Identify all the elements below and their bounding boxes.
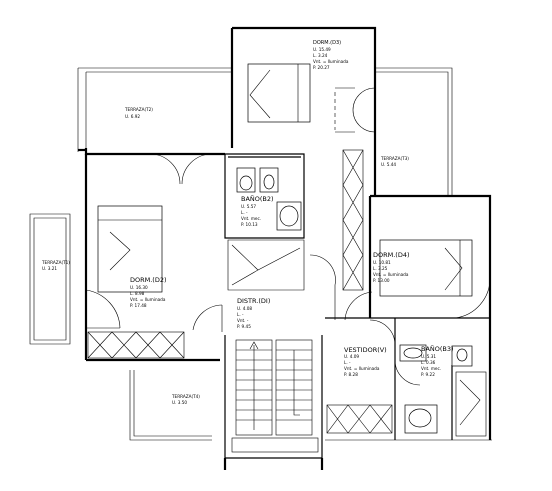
- label-distr-di-u: U. 4.08: [237, 306, 252, 311]
- label-bano-b3-p: P. 9.22: [421, 372, 435, 377]
- label-distr-di-name: DISTR.(DI): [237, 297, 270, 305]
- label-bano-b2-p: P. 10.13: [241, 222, 258, 227]
- label-dorm-d2-p: P. 17.48: [130, 303, 147, 308]
- label-vestidor-v-u: U. 4.09: [344, 354, 359, 359]
- label-terraza-t1-name: TERRAZA(T1): [41, 260, 70, 265]
- label-distr-di-vnt: Vnt. -: [237, 318, 249, 323]
- label-bano-b2-name: BAÑO(B2): [241, 194, 274, 203]
- label-vestidor-v-vnt: Vnt. = Iluminada: [344, 366, 380, 371]
- label-terraza-t3-u: U. 5.44: [381, 162, 396, 167]
- label-dorm-d3-l: L. 3.24: [313, 53, 328, 58]
- label-terraza-t2-u: U. 6.92: [125, 114, 140, 119]
- label-bano-b2-vnt: Vnt. mec.: [241, 216, 261, 221]
- label-terraza-t4-u: U. 3.50: [172, 400, 187, 405]
- label-dorm-d2-name: DORM.(D2): [130, 276, 167, 284]
- label-bano-b3-l: L. 0.36: [421, 360, 436, 365]
- staircase: [231, 339, 319, 453]
- bathroom-fixtures: [231, 167, 487, 437]
- terrace-outlines: [29, 67, 492, 441]
- label-bano-b3-name: BAÑO(B3): [421, 344, 454, 353]
- label-bano-b2-l: L. -: [241, 210, 248, 215]
- wardrobes: [87, 149, 393, 434]
- label-vestidor-v-p: P. 8.28: [344, 372, 358, 377]
- label-vestidor-v-l: L. -: [344, 360, 351, 365]
- label-terraza-t3-name: TERRAZA(T3): [380, 156, 409, 161]
- label-bano-b3-u: U. 5.31: [421, 354, 436, 359]
- interior-doors: [192, 254, 421, 386]
- label-dorm-d4-vnt: Vnt. = Iluminada: [373, 272, 409, 277]
- label-dorm-d4-l: L. 3.25: [373, 266, 388, 271]
- label-dorm-d3-p: P. 20.27: [313, 65, 330, 70]
- label-dorm-d3-u: U. 15.49: [313, 47, 331, 52]
- label-dorm-d3-name: DORM.(D3): [313, 40, 341, 46]
- label-distr-di-p: P. 9.45: [237, 324, 251, 329]
- label-vestidor-v-name: VESTIDOR(V): [344, 346, 387, 354]
- label-terraza-t2-name: TERRAZA(T2): [124, 107, 153, 112]
- label-terraza-t4-name: TERRAZA(T4): [171, 394, 200, 399]
- bed-d2: [97, 205, 163, 293]
- label-terraza-t1-u: U. 3.21: [42, 266, 57, 271]
- label-distr-di-l: L. -: [237, 312, 244, 317]
- label-dorm-d2-u: U. 16.30: [130, 285, 148, 290]
- label-bano-b2-u: U. 5.57: [241, 204, 256, 209]
- room-labels: DORM.(D3) U. 15.49 L. 3.24 Vnt. = Ilumin…: [41, 40, 454, 405]
- label-dorm-d3-vnt: Vnt. = Iluminada: [313, 59, 349, 64]
- label-dorm-d2-l: L. 8.98: [130, 291, 145, 296]
- label-dorm-d2-vnt: Vnt. = Iluminada: [130, 297, 166, 302]
- label-bano-b3-vnt: Vnt. mec.: [421, 366, 441, 371]
- windows: [85, 87, 491, 330]
- bed-d4: [379, 239, 473, 297]
- beds: [97, 63, 473, 297]
- label-dorm-d4-name: DORM.(D4): [373, 251, 410, 259]
- label-dorm-d4-u: U. 10.81: [373, 260, 391, 265]
- bed-d3: [247, 63, 311, 123]
- label-dorm-d4-p: P. 13.00: [373, 278, 390, 283]
